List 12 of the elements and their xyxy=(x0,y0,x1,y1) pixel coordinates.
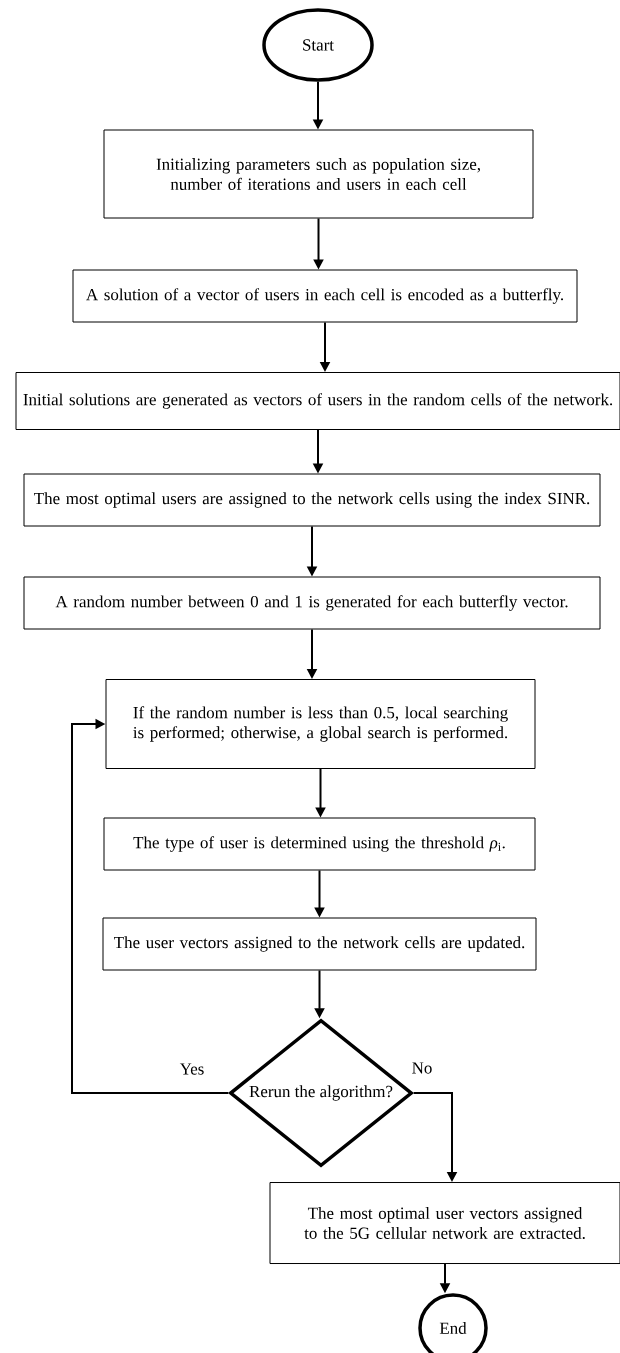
process-box: The most optimal users are assigned to the network cells using the index SINR. xyxy=(23,473,601,527)
process-box: A random number between 0 and 1 is generated for each butterfly vector. xyxy=(23,576,601,630)
edge-label: Yes xyxy=(178,1062,206,1076)
process-box: Initial solutions are generated as vectors of users in the random cells of the network. xyxy=(15,372,620,430)
process-box: Initializing parameters such as population size, number of iterations and users in each cell xyxy=(103,129,534,219)
start-oval: Start xyxy=(262,8,374,82)
process-box: The most optimal user vectors assigned to the 5G cellular network are extracted. xyxy=(269,1182,620,1264)
process-box: The user vectors assigned to the network cells are updated. xyxy=(102,917,537,971)
process-box: The type of user is determined using the threshold ρ$_{i}$. xyxy=(103,817,536,871)
arrow xyxy=(71,718,230,1094)
process-box: If the random number is less than 0.5, local searching is performed; otherwise, a global search is performed. xyxy=(105,679,536,769)
process-box: A solution of a vector of users in each cell is encoded as a butterfly. xyxy=(72,269,578,323)
